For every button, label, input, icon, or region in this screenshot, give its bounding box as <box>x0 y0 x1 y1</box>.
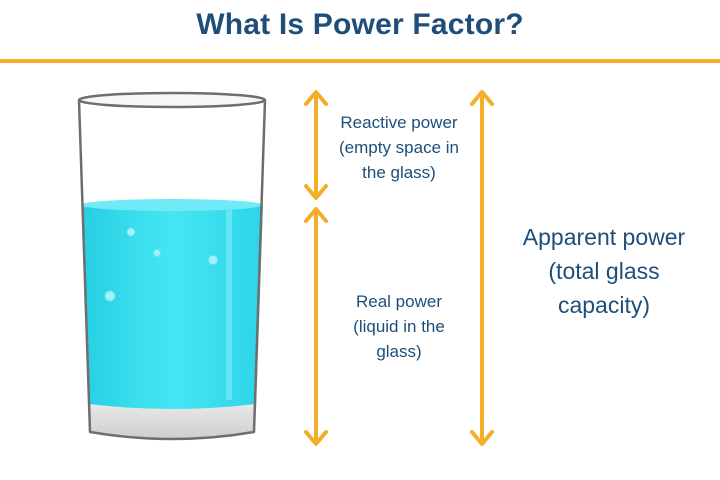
page-title: What Is Power Factor? <box>196 8 524 41</box>
glass-base <box>89 404 256 438</box>
bubble <box>153 249 161 257</box>
bubble <box>126 227 136 237</box>
bubble <box>104 290 116 302</box>
reactive-power-arrow <box>304 90 328 200</box>
liquid-surface <box>81 199 263 211</box>
real-power-line-2: (liquid in the <box>353 317 445 336</box>
glass-outline <box>77 99 267 441</box>
water-glass-icon <box>77 91 267 441</box>
reactive-power-line-2: (empty space in <box>339 138 459 157</box>
glass-liquid <box>82 206 263 415</box>
apparent-power-arrow <box>470 90 494 446</box>
bubble <box>208 255 218 265</box>
real-power-arrow <box>304 207 328 446</box>
reactive-power-line-3: the glass) <box>362 163 436 182</box>
real-power-line-3: glass) <box>376 342 422 361</box>
reactive-power-label: Reactive power (empty space in the glass… <box>316 110 482 185</box>
real-power-line-1: Real power <box>356 292 442 311</box>
apparent-power-label: Apparent power (total glass capacity) <box>496 220 712 322</box>
apparent-power-line-2: (total glass <box>548 258 660 284</box>
apparent-power-line-1: Apparent power <box>522 224 686 250</box>
apparent-power-line-3: capacity) <box>557 292 651 318</box>
reactive-power-line-1: Reactive power <box>340 113 458 132</box>
title-underline <box>0 59 720 63</box>
real-power-label: Real power (liquid in the glass) <box>316 289 482 364</box>
